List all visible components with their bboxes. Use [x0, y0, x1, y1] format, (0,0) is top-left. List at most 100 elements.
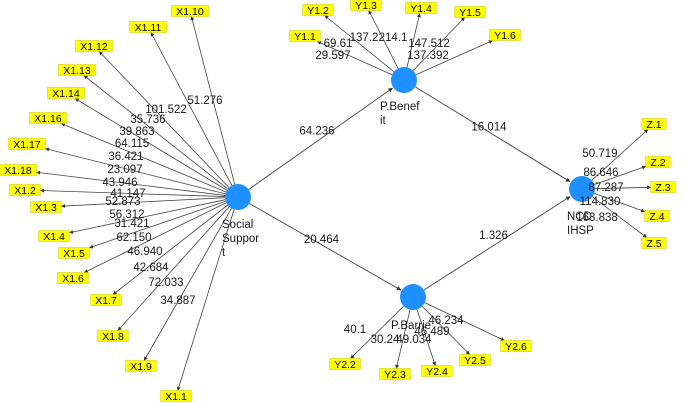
indicator-box-bg	[641, 237, 667, 249]
indicator-loading-label: 62.150	[116, 232, 151, 244]
indicator-name: Z.2	[650, 157, 665, 169]
indicator-name: X1.1	[165, 391, 187, 403]
indicator-box-bg	[0, 164, 37, 176]
indicator-loading-label: 87.287	[588, 182, 623, 194]
indicator-name: X1.12	[80, 41, 108, 53]
path-coefficient-label: 20.464	[304, 234, 340, 246]
indicator-box-bg	[289, 30, 321, 42]
indicator-box: X1.11	[129, 21, 167, 34]
construct-label: Social	[222, 219, 253, 231]
indicator-box: Y1.2	[302, 4, 334, 17]
indicator-name: X1.10	[176, 6, 204, 18]
indicator-loading-label: 49.034	[396, 334, 432, 346]
indicator-arrow	[89, 200, 226, 249]
indicator-arrow	[395, 309, 411, 369]
indicator-arrow	[117, 206, 230, 331]
indicator-arrow	[112, 204, 228, 295]
indicator-loading-label: 163.838	[576, 212, 618, 224]
path-coefficient-label: 16.014	[471, 122, 507, 134]
indicator-arrow	[74, 98, 228, 191]
indicator-box-bg	[97, 330, 129, 342]
indicator-loading-label: 50.719	[582, 148, 617, 160]
indicator-box-bg	[8, 138, 46, 150]
indicator-arrow	[69, 199, 226, 234]
indicator-box-bg	[379, 368, 411, 380]
indicator-name: Z.3	[655, 182, 670, 194]
indicator-name: X1.4	[43, 231, 65, 243]
path-arrow	[423, 196, 571, 291]
indicator-name: X1.2	[14, 185, 36, 197]
indicator-loading-label: 147.512	[408, 38, 450, 50]
indicator-box: Y1.5	[454, 6, 486, 19]
indicator-loading-label: 64.115	[115, 138, 149, 150]
indicator-box: Y2.6	[500, 340, 532, 353]
indicator-box-bg	[302, 4, 334, 16]
indicator-name: Y2.3	[384, 369, 406, 381]
indicator-loading-label: 34.887	[160, 295, 195, 307]
indicator-box: X1.13	[58, 64, 96, 77]
indicator-arrow	[324, 15, 395, 73]
indicator-box-bg	[58, 247, 90, 259]
indicator-box: X1.4	[38, 230, 70, 243]
indicator-arrow	[98, 51, 230, 188]
indicator-name: Y2.6	[505, 341, 527, 353]
indicator-box-bg	[644, 210, 670, 222]
indicator-loading-label: 36.421	[108, 151, 143, 163]
indicator-box: Y1.1	[289, 30, 321, 43]
construct-node	[225, 184, 251, 210]
indicator-box: Z.1	[641, 118, 667, 131]
indicator-box-bg	[29, 112, 67, 124]
indicator-arrow	[368, 10, 399, 69]
indicator-name: Y1.4	[410, 3, 432, 15]
indicator-name: Y1.6	[494, 30, 516, 42]
indicator-box-bg	[129, 21, 167, 33]
indicator-name: Y2.4	[426, 366, 448, 378]
indicator-name: X1.6	[62, 273, 84, 285]
indicator-name: X1.13	[63, 65, 91, 77]
indicator-box: Z.4	[644, 210, 670, 223]
indicator-box-bg	[645, 156, 671, 168]
construct-label: P.Benef	[380, 101, 420, 113]
indicator-loading-label: 101.522	[145, 104, 187, 116]
indicator-box: Y2.3	[379, 368, 411, 381]
indicator-loading-label: 30.24	[371, 334, 400, 346]
indicator-box-bg	[58, 64, 96, 76]
indicator-box-bg	[171, 5, 209, 17]
indicator-box: X1.1	[160, 390, 192, 403]
indicator-name: X1.3	[35, 202, 57, 214]
indicator-loading-label: 31.421	[114, 218, 149, 230]
indicator-loading-label: 46.489	[414, 326, 449, 338]
indicator-loading-label: 86.646	[583, 167, 618, 179]
indicator-arrow	[416, 309, 436, 366]
indicator-name: X1.14	[52, 88, 80, 100]
indicator-box: X1.18	[0, 164, 37, 177]
indicator-name: Y1.3	[355, 0, 377, 12]
indicator-name: X1.11	[135, 22, 162, 34]
indicator-box: X1.16	[29, 112, 67, 125]
indicator-box-bg	[90, 294, 122, 306]
indicator-box: X1.3	[30, 201, 62, 214]
indicator-arrow	[45, 147, 226, 195]
indicator-box: Z.5	[641, 237, 667, 250]
indicator-arrow	[176, 209, 235, 391]
indicator-loading-label: 41.147	[110, 188, 145, 200]
indicator-box: X1.12	[75, 40, 113, 53]
indicator-box-bg	[641, 118, 667, 130]
indicator-box-bg	[9, 184, 41, 196]
indicator-box: Y1.6	[489, 29, 521, 42]
indicator-box-bg	[160, 390, 192, 402]
construct-label: it	[380, 115, 387, 127]
indicator-arrow	[61, 197, 226, 209]
indicator-arrow	[143, 208, 232, 361]
indicator-arrow	[412, 17, 465, 71]
construct-node	[569, 176, 595, 202]
path-arrow	[249, 203, 402, 291]
indicator-name: Z.1	[646, 119, 661, 131]
indicator-loading-label: 43.946	[102, 177, 137, 189]
indicator-box-bg	[75, 40, 113, 52]
construct-node	[400, 284, 426, 310]
indicator-name: Y1.5	[459, 7, 481, 19]
indicator-loading-label: 137.2	[350, 32, 379, 44]
